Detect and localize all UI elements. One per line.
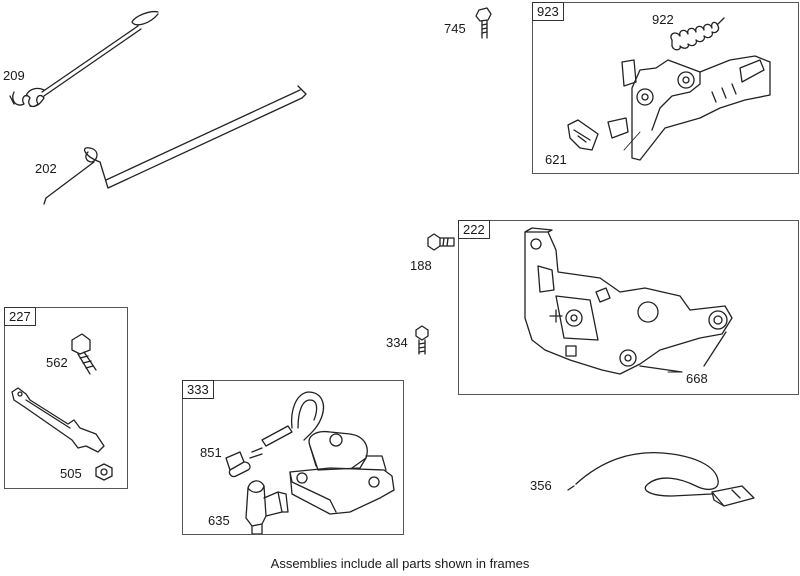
frame-333: 333 [182, 380, 404, 535]
ground-wire-356-part [567, 451, 755, 507]
spring-link-209-part [9, 10, 159, 108]
part-label-668: 668 [686, 371, 708, 386]
part-label-202: 202 [35, 161, 57, 176]
part-label-635: 635 [208, 513, 230, 528]
frame-tag-222: 222 [458, 220, 490, 239]
bolt-745-part [475, 7, 492, 39]
part-label-356: 356 [530, 478, 552, 493]
part-label-334: 334 [386, 335, 408, 350]
lever-arm-227-part [11, 387, 105, 453]
control-bracket-222-part [524, 227, 733, 375]
terminal-851-part [225, 447, 263, 478]
part-label-745: 745 [444, 21, 466, 36]
part-label-621: 621 [545, 152, 567, 167]
part-label-209: 209 [3, 68, 25, 83]
part-label-562: 562 [46, 355, 68, 370]
part-label-922: 922 [652, 12, 674, 27]
part-label-188: 188 [410, 258, 432, 273]
frame-923: 923 [532, 2, 799, 174]
governor-control-923-part [567, 17, 771, 161]
bolt-334-part [415, 325, 429, 355]
bolt-188-part [427, 233, 455, 251]
part-label-851: 851 [200, 445, 222, 460]
frame-tag-333: 333 [182, 380, 214, 399]
ignition-armature-333-part [261, 391, 395, 515]
frame-tag-923: 923 [532, 2, 564, 21]
leader-lines [623, 131, 683, 373]
diagram-caption: Assemblies include all parts shown in fr… [270, 556, 530, 571]
frame-tag-227: 227 [4, 307, 36, 326]
screw-562-part [71, 333, 97, 375]
nut-505-part [95, 463, 113, 481]
wire-rod-202-part [43, 85, 307, 205]
frame-222: 222 [458, 220, 799, 395]
part-label-505: 505 [60, 466, 82, 481]
frame-227: 227 [4, 307, 128, 489]
